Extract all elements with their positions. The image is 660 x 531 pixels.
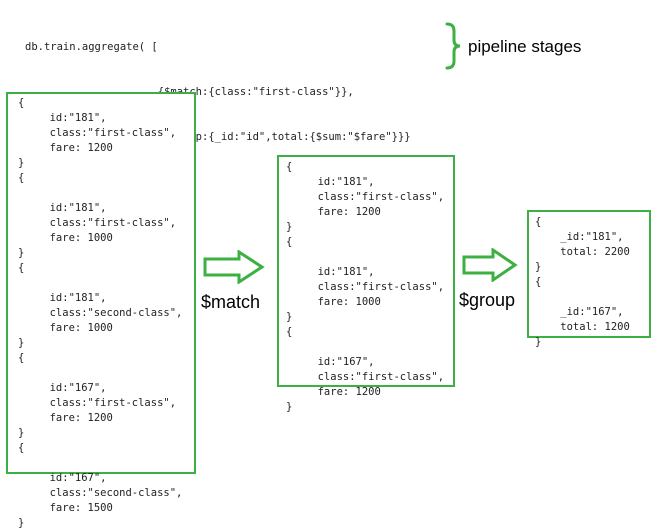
curly-brace-icon xyxy=(445,22,461,70)
input-documents-text: { id:"181", class:"first-class", fare: 1… xyxy=(18,97,183,529)
group-output-text: { _id:"181", total: 2200 } { _id:"167", … xyxy=(535,216,630,348)
query-line-3: {$group:{_id:"id",total:{$sum:"$fare"}}} xyxy=(25,131,411,143)
input-documents-box: { id:"181", class:"first-class", fare: 1… xyxy=(6,92,196,529)
group-stage-label: $group xyxy=(459,290,516,310)
query-line-1: db.train.aggregate( [ xyxy=(25,41,158,53)
right-arrow-icon xyxy=(462,248,518,282)
group-output-box: { _id:"181", total: 2200 } { _id:"167", … xyxy=(527,210,651,348)
query-line-2: {$match:{class:"first-class"}}, xyxy=(157,86,354,98)
match-stage-label: $match xyxy=(201,292,261,312)
match-output-box: { id:"181", class:"first-class", fare: 1… xyxy=(277,155,455,413)
right-arrow-icon xyxy=(203,250,265,284)
pipeline-stages-label: pipeline stages xyxy=(468,37,582,56)
aggregate-query: db.train.aggregate( [ {$match:{class:"fi… xyxy=(25,10,411,205)
match-output-text: { id:"181", class:"first-class", fare: 1… xyxy=(286,161,445,413)
